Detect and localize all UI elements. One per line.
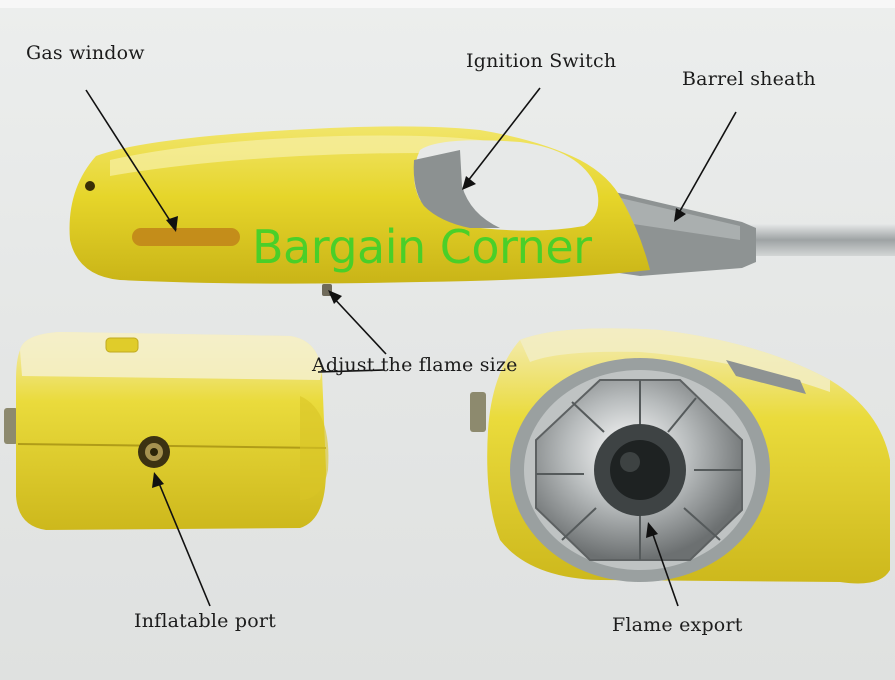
ignition-switch-shape [413, 150, 500, 228]
steel-barrel [740, 224, 895, 256]
ignition-switch-label: Ignition Switch [466, 50, 617, 72]
flame-export-label: Flame export [612, 614, 743, 636]
adjust-flame-label: Adjust the flame size [312, 354, 518, 376]
gas-window-slot [132, 228, 240, 246]
lighter-back-view [4, 332, 329, 530]
top-border [0, 0, 895, 8]
watermark-text: Bargain Corner [252, 220, 592, 274]
lighter-side-view [69, 126, 895, 296]
inflatable-port-label: Inflatable port [134, 610, 276, 632]
hanging-hole [85, 181, 95, 191]
back-body [16, 332, 326, 530]
callout-arrows [85, 87, 737, 607]
gas-window-label: Gas window [26, 42, 145, 64]
lighter-front-view [470, 328, 890, 584]
barrel-sheath-label: Barrel sheath [682, 68, 816, 90]
